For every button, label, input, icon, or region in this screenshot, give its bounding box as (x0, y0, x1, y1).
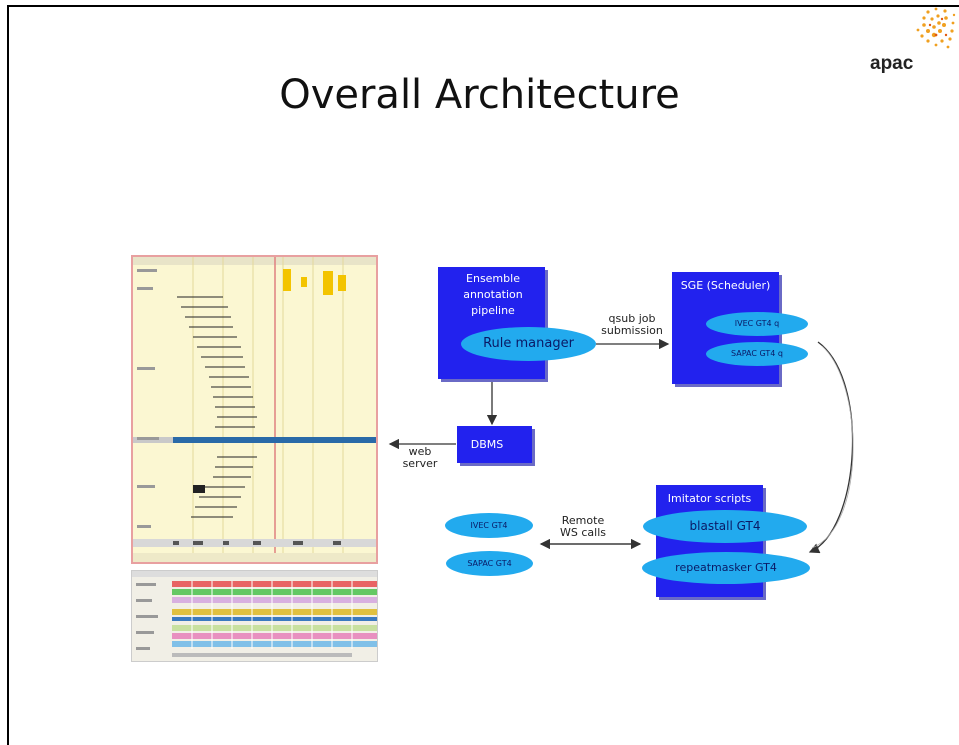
ivec-queue-label: IVEC GT4 q (734, 319, 780, 328)
remote-label-line1: Remote (561, 514, 605, 527)
genome-browser-screenshot (131, 255, 378, 564)
imitator-box-label: Imitator scripts (667, 492, 752, 505)
sapac-queue-ellipse: SAPAC GT4 q (706, 342, 808, 366)
rule-manager-label: Rule manager (483, 336, 574, 351)
genome-browser-image (133, 257, 376, 562)
blastall-ellipse: blastall GT4 (643, 510, 807, 543)
apac-logo: apac (862, 5, 958, 75)
sapac-gt4-ellipse: SAPAC GT4 (446, 551, 533, 576)
logo-text: apac (870, 53, 914, 74)
rule-manager-ellipse: Rule manager (461, 327, 596, 361)
remote-label-line2: WS calls (560, 526, 606, 539)
qsub-label: qsub job submission (592, 313, 672, 337)
slide-title: Overall Architecture (279, 72, 680, 118)
sge-box-label: SGE (Scheduler) (680, 279, 771, 292)
remote-ws-label: Remote WS calls (548, 515, 618, 539)
repeatmasker-label: repeatmasker GT4 (675, 561, 777, 574)
slide-frame (7, 5, 959, 745)
web-label-line1: web (408, 445, 432, 458)
ivec-gt4-label: IVEC GT4 (470, 521, 508, 530)
diagram-connectors (388, 338, 854, 554)
pipeline-box: Ensemble annotation pipeline (438, 267, 545, 379)
sequence-view-screenshot (131, 570, 378, 662)
sapac-gt4-label: SAPAC GT4 (467, 559, 512, 568)
arrow-sge-to-imitator (808, 341, 854, 554)
pipeline-box-label: Ensemble annotation pipeline (463, 272, 523, 317)
sequence-view-image (132, 571, 377, 657)
dbms-box: DBMS (457, 426, 532, 463)
ivec-gt4-ellipse: IVEC GT4 (445, 513, 533, 538)
qsub-label-line2: submission (601, 324, 663, 337)
dbms-box-label: DBMS (470, 438, 504, 451)
repeatmasker-ellipse: repeatmasker GT4 (642, 552, 810, 584)
qsub-label-line1: qsub job (608, 312, 656, 325)
web-server-label: web server (392, 446, 448, 470)
web-label-line2: server (402, 457, 438, 470)
blastall-label: blastall GT4 (689, 519, 761, 533)
slide: Overall Architecture apac (7, 5, 959, 745)
sapac-queue-label: SAPAC GT4 q (731, 349, 783, 358)
logo-sun-icon (916, 7, 956, 49)
ivec-queue-ellipse: IVEC GT4 q (706, 312, 808, 336)
